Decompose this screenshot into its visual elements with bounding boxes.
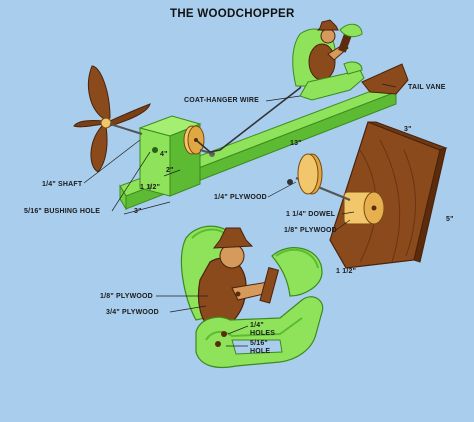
propeller <box>73 65 151 173</box>
label-hole-5-16-a: 5/16" <box>250 340 268 347</box>
label-quarter-plywood: 1/4" PLYWOOD <box>214 194 267 201</box>
dim-2: 2" <box>166 167 174 174</box>
label-dowel: 1 1/4" DOWEL <box>286 211 336 218</box>
label-bushing-hole: 5/16" BUSHING HOLE <box>24 208 101 215</box>
label-holes-quarter-b: HOLES <box>250 330 276 337</box>
dim-4: 4" <box>160 151 168 158</box>
dim-3: 3" <box>134 208 142 215</box>
dimension-lines-top <box>123 169 181 215</box>
woodchopper-figure-top <box>292 19 365 101</box>
dim-vane-1-half: 1 1/2" <box>336 268 357 275</box>
label-hole-5-16-b: HOLE <box>250 348 271 355</box>
tail-vane <box>361 63 409 95</box>
label-tail-vane: TAIL VANE <box>408 84 446 91</box>
large-vane <box>329 121 448 269</box>
dim-1-half: 1 1/2" <box>140 184 161 191</box>
dim-13: 13" <box>290 140 302 147</box>
dim-vane-3: 3" <box>404 126 412 133</box>
leader-lines <box>83 83 397 347</box>
label-three-quarter-plywood: 3/4" PLYWOOD <box>106 309 159 316</box>
woodchopper-figure-bottom <box>180 225 324 369</box>
dim-vane-5: 5" <box>446 216 454 223</box>
label-eighth-plywood-top: 1/8" PLYWOOD <box>284 227 337 234</box>
label-eighth-plywood-left: 1/8" PLYWOOD <box>100 293 153 300</box>
label-coat-hanger-wire: COAT-HANGER WIRE <box>184 97 260 104</box>
dowel <box>343 191 385 225</box>
quarter-plywood-disk <box>287 153 323 195</box>
diagram-title: THE WOODCHOPPER <box>170 8 295 20</box>
label-shaft: 1/4" SHAFT <box>42 181 83 188</box>
label-holes-quarter-a: 1/4" <box>250 322 264 329</box>
